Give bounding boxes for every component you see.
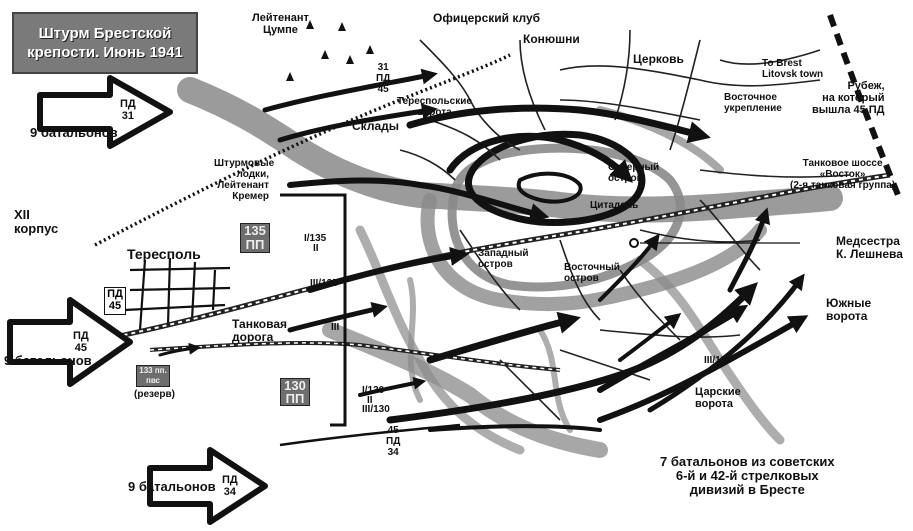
big-arrow-pd31-side: 9 батальонов — [30, 125, 118, 140]
trees — [286, 20, 374, 81]
title-line-1: Штурм Брестской — [38, 25, 172, 42]
arrow-1 — [262, 68, 438, 113]
arrow-3 — [406, 104, 711, 144]
unit-iii130: III/130 — [362, 404, 390, 415]
arrow-16 — [598, 233, 660, 302]
unit-i135: I/135 — [304, 233, 327, 244]
arrow-14 — [727, 207, 771, 293]
label-citadel: Цитадель — [590, 200, 639, 211]
attack-arrows — [158, 68, 809, 432]
unit-ii-b: II — [367, 395, 373, 406]
unit-i130: I/130 — [362, 385, 385, 396]
label-church: Церковь — [633, 52, 684, 66]
border-lines — [94, 14, 903, 447]
map-title: Штурм Брестской крепости. Июнь 1941 — [12, 12, 198, 74]
unit-iii: III — [331, 322, 340, 333]
arrow-17 — [158, 342, 201, 357]
reserve-box: 133 пп.пвс — [136, 365, 170, 387]
western-front — [280, 193, 347, 427]
moat-inner — [447, 143, 685, 292]
label-warehouses: Склады — [352, 119, 399, 133]
arrow-15 — [428, 424, 602, 432]
unit-iii130-right: III/130 — [704, 355, 732, 366]
big-arrow-pd34 — [147, 447, 268, 525]
title-line-2: крепости. Июнь 1941 — [27, 44, 183, 61]
eastern-border-dashed — [827, 14, 903, 202]
tank-road — [99, 172, 891, 372]
arrow-6 — [307, 246, 470, 293]
arrow-9 — [426, 311, 581, 364]
arrow-11 — [597, 304, 749, 393]
arrow-13 — [647, 273, 805, 413]
big-arrow-pd45-side: 9 батальонов — [4, 353, 92, 368]
arrow-8 — [358, 376, 427, 397]
label-stables: Конюшни — [523, 32, 580, 46]
big-arrow-pd45 — [7, 297, 133, 387]
arrow-2 — [277, 103, 438, 143]
unit-iii135: III/135 — [310, 278, 338, 289]
label-tank-highway: Танковое шоссе«Восток»(2-я танковая груп… — [790, 158, 896, 191]
arrow-4 — [446, 132, 633, 183]
arrow-18 — [618, 313, 682, 362]
bank-2 — [537, 327, 573, 433]
terespol-town — [124, 257, 231, 331]
unit-ii-a: II — [313, 243, 319, 254]
roads — [399, 29, 851, 421]
front-line-dotted — [94, 53, 511, 247]
nurse-marker — [629, 238, 639, 248]
arrow-5 — [287, 177, 550, 222]
label-terespol: Тересполь — [127, 246, 201, 262]
big-arrows — [7, 75, 268, 525]
big-arrow-pd31 — [37, 75, 173, 149]
citadel-inner — [516, 171, 583, 204]
big-arrow-pd34-side: 9 батальонов — [128, 479, 216, 494]
label-officers-club: Офицерский клуб — [433, 11, 541, 25]
arrow-7 — [287, 302, 388, 333]
label-reserve: (резерв) — [134, 389, 175, 400]
bottom-line — [279, 423, 461, 447]
